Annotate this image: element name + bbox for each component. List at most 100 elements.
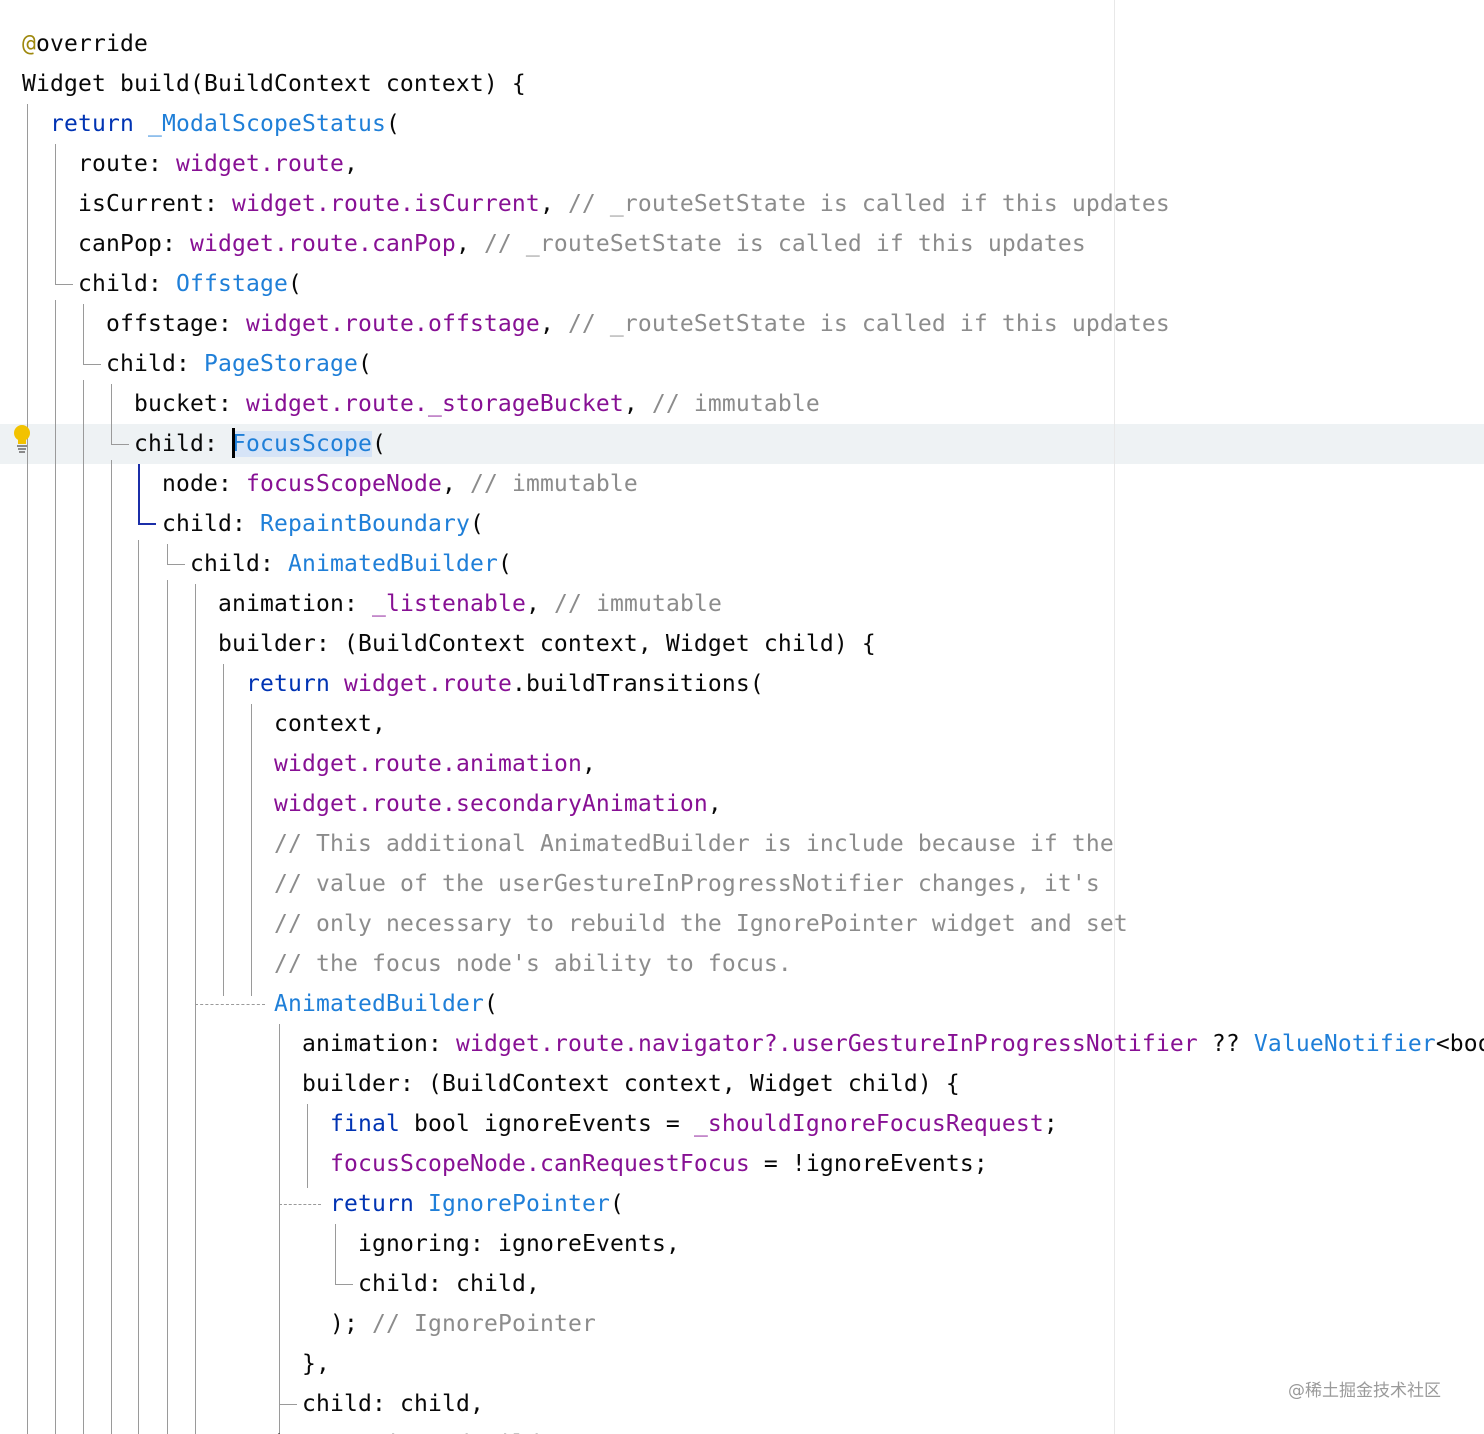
indent-guide-dashed [195,1004,265,1006]
code-token: bool ignoreEvents = [413,1111,694,1137]
indent-guide [27,104,28,1434]
indent-guide [55,144,56,284]
code-line[interactable]: ), // AnimatedBuilder [274,1424,568,1434]
code-line[interactable]: bucket: widget.route._storageBucket, // … [134,384,820,424]
class-token: AnimatedBuilder [274,991,484,1017]
code-line[interactable]: focusScopeNode.canRequestFocus = !ignore… [330,1144,988,1184]
active-indent-guide-tick [138,523,156,525]
field-token: focusScopeNode [245,471,442,497]
code-token: ( [483,991,498,1017]
active-indent-guide [138,464,140,524]
code-token: , [343,151,358,177]
code-line-current[interactable]: child: FocusScope( [134,424,386,464]
comment-token: // AnimatedBuilder [316,1431,568,1434]
code-token: child: [78,271,176,297]
indent-guide [83,304,84,364]
code-line[interactable]: isCurrent: widget.route.isCurrent, // _r… [78,184,1170,224]
field-token: widget.route.offstage [245,311,540,337]
code-line[interactable]: child: child, [302,1384,484,1424]
indent-guide [223,664,224,996]
code-token: child: child, [358,1271,540,1297]
code-line[interactable]: ); // IgnorePointer [330,1304,596,1344]
code-token: ), [274,1431,316,1434]
code-line[interactable]: route: widget.route, [78,144,358,184]
text-caret [231,427,235,458]
code-line[interactable]: return widget.route.buildTransitions( [246,664,764,704]
code-token: ; [1043,1111,1058,1137]
indent-guide [167,544,168,564]
code-line[interactable]: animation: _listenable, // immutable [218,584,722,624]
code-token: , [455,231,484,257]
code-line[interactable]: @override [22,24,148,64]
code-line[interactable]: final bool ignoreEvents = _shouldIgnoreF… [330,1104,1058,1144]
code-line[interactable]: child: Offstage( [78,264,302,304]
keyword-token: return [330,1191,428,1217]
code-line[interactable]: AnimatedBuilder( [274,984,498,1024]
code-token: builder: (BuildContext context, Widget c… [302,1071,960,1097]
code-token: ignoring: ignoreEvents, [358,1231,680,1257]
code-line[interactable]: canPop: widget.route.canPop, // _routeSe… [78,224,1086,264]
code-token: child: [190,551,288,577]
code-line[interactable]: // only necessary to rebuild the IgnoreP… [274,904,1128,944]
code-line[interactable]: animation: widget.route.navigator?.userG… [302,1024,1484,1064]
indent-guide [279,1024,280,1434]
code-line[interactable]: context, [274,704,386,744]
code-line[interactable]: Widget build(BuildContext context) { [22,64,526,104]
code-token: offstage: [106,311,246,337]
field-token: widget.route.isCurrent [231,191,540,217]
comment-token: // _routeSetState is called if this upda… [567,191,1170,217]
code-line[interactable]: child: RepaintBoundary( [162,504,484,544]
code-line[interactable]: node: focusScopeNode, // immutable [162,464,638,504]
code-token: , [525,591,554,617]
code-token: ( [609,1191,624,1217]
code-token: ( [497,551,512,577]
code-line[interactable]: widget.route.secondaryAnimation, [274,784,722,824]
code-token: , [581,751,596,777]
code-line[interactable]: widget.route.animation, [274,744,596,784]
field-token: widget.route [175,151,344,177]
code-line[interactable]: child: PageStorage( [106,344,372,384]
code-line[interactable]: // value of the userGestureInProgressNot… [274,864,1100,904]
comment-token: // value of the userGestureInProgressNot… [274,871,1100,897]
code-line[interactable]: // This additional AnimatedBuilder is in… [274,824,1114,864]
code-line[interactable]: child: AnimatedBuilder( [190,544,512,584]
code-line[interactable]: ignoring: ignoreEvents, [358,1224,680,1264]
indent-guide [83,380,84,1434]
code-token: node: [162,471,246,497]
code-token: }, [302,1351,330,1377]
field-token: widget.route.animation [274,751,582,777]
field-token: widget.route._storageBucket [245,391,624,417]
comment-token: // the focus node's ability to focus. [274,951,792,977]
class-token: AnimatedBuilder [287,551,498,577]
comment-token: // _routeSetState is called if this upda… [567,311,1170,337]
field-token: widget.route.secondaryAnimation [274,791,708,817]
code-line[interactable]: return _ModalScopeStatus( [50,104,400,144]
indent-guide [111,460,112,1434]
code-line[interactable]: child: child, [358,1264,540,1304]
right-margin-guide [1114,0,1115,1434]
code-line[interactable]: builder: (BuildContext context, Widget c… [218,624,876,664]
comment-token: // IgnorePointer [372,1311,596,1337]
class-token: RepaintBoundary [259,511,470,537]
code-token: ( [385,111,400,137]
lightbulb-icon[interactable] [10,424,34,454]
code-line[interactable]: }, [302,1344,330,1384]
comment-token: // immutable [553,591,722,617]
code-token: child: [106,351,204,377]
watermark: @稀土掘金技术社区 [1288,1381,1441,1401]
code-token: canPop: [78,231,190,257]
indent-guide-tick [83,364,101,365]
code-token: , [623,391,652,417]
code-line[interactable]: return IgnorePointer( [330,1184,624,1224]
annotation-token: @ [22,31,36,57]
code-line[interactable]: builder: (BuildContext context, Widget c… [302,1064,960,1104]
code-token: ( [357,351,372,377]
code-line[interactable]: offstage: widget.route.offstage, // _rou… [106,304,1170,344]
indent-guide-tick [335,1284,353,1285]
code-line[interactable]: // the focus node's ability to focus. [274,944,792,984]
code-token: , [539,311,568,337]
class-token: _ModalScopeStatus [147,111,386,137]
comment-token: // immutable [469,471,638,497]
indent-guide-dashed [279,1204,321,1206]
